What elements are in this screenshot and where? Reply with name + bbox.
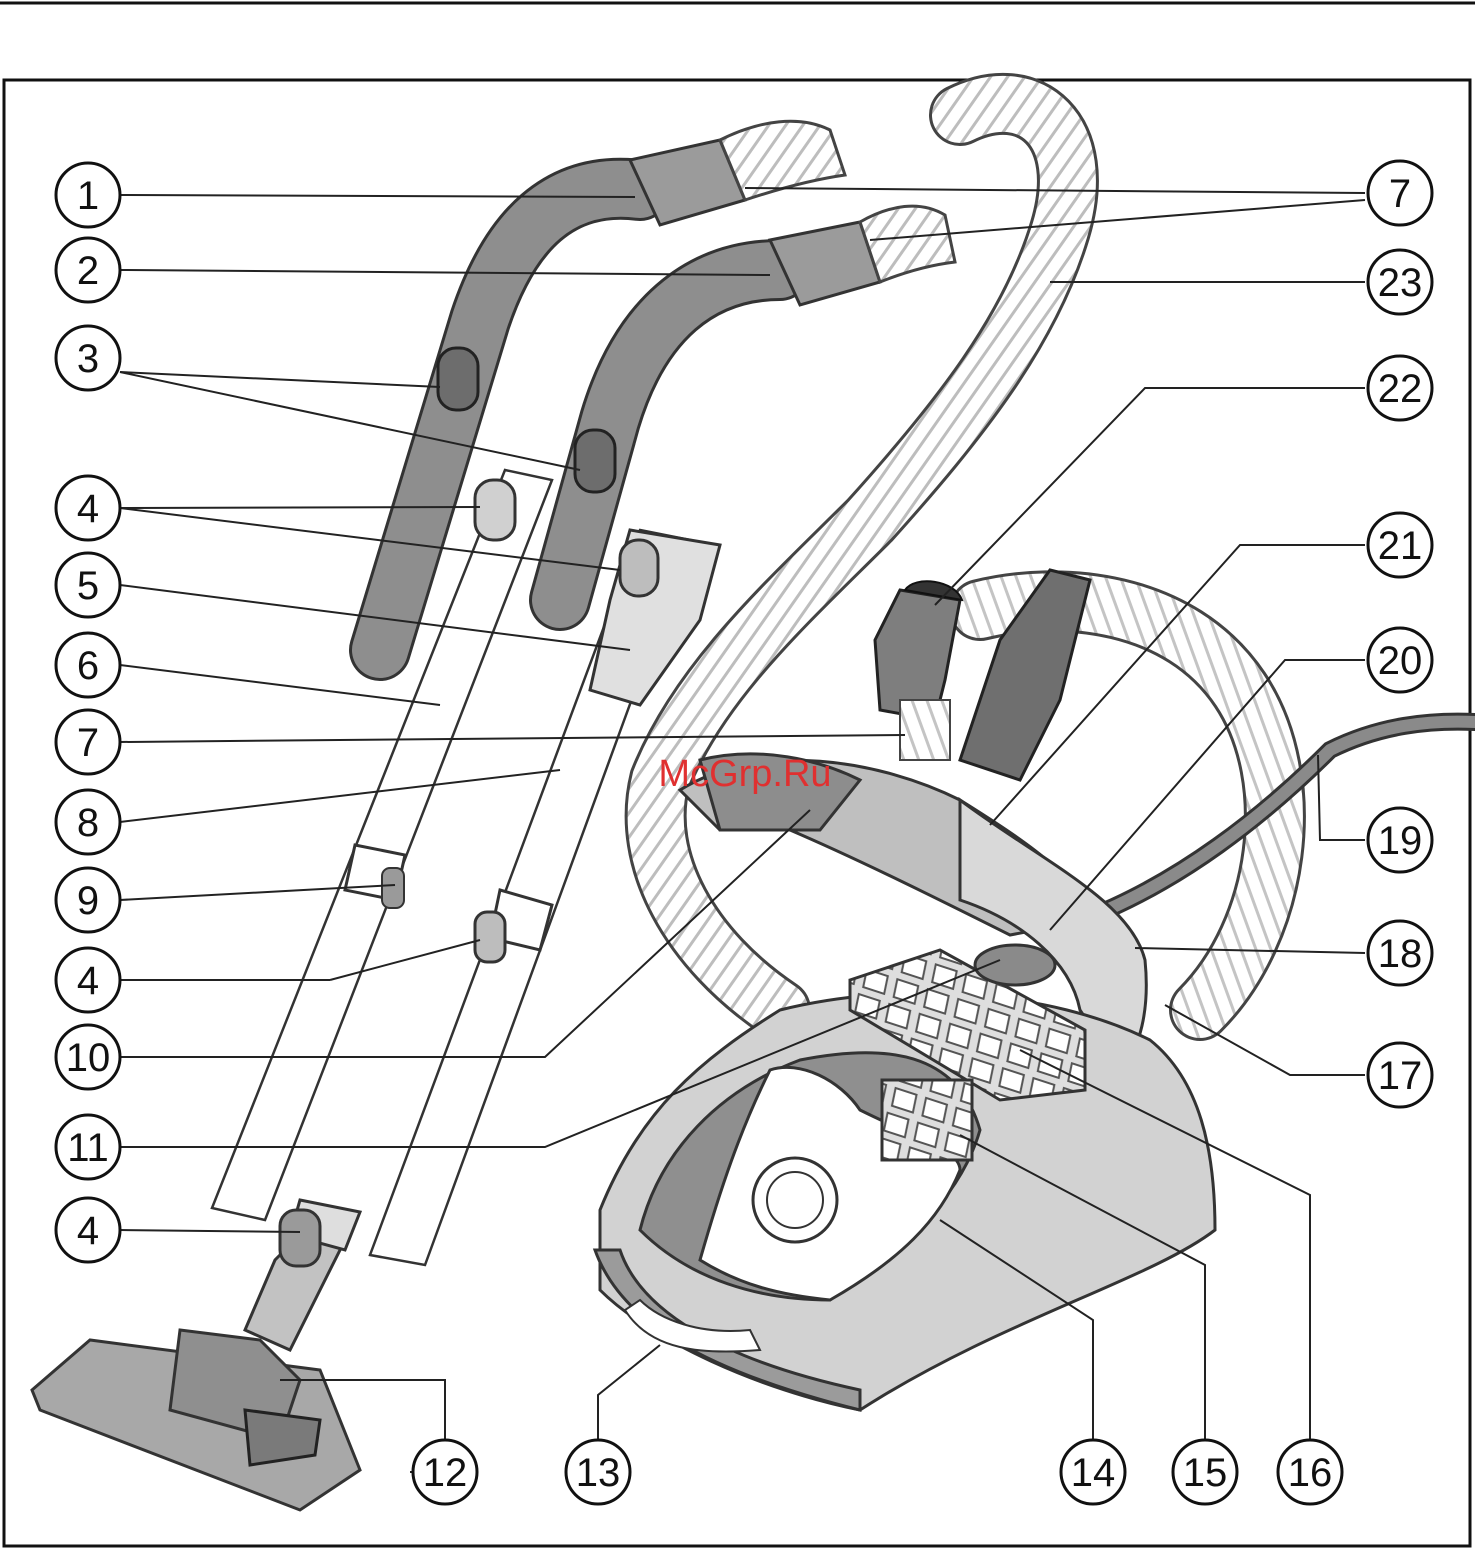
svg-text:6: 6 <box>77 644 99 688</box>
svg-text:4: 4 <box>77 959 99 1003</box>
callout-18: 18 <box>1368 921 1432 985</box>
callout-14: 14 <box>1061 1440 1125 1504</box>
svg-text:22: 22 <box>1378 367 1423 411</box>
svg-text:12: 12 <box>423 1451 468 1495</box>
callout-21: 21 <box>1368 513 1432 577</box>
callout-19: 19 <box>1368 808 1432 872</box>
callout-13: 13 <box>566 1440 630 1504</box>
callout-15: 15 <box>1173 1440 1237 1504</box>
callout-6: 6 <box>56 633 120 697</box>
callout-20: 20 <box>1368 628 1432 692</box>
svg-text:19: 19 <box>1378 819 1423 863</box>
svg-text:15: 15 <box>1183 1451 1228 1495</box>
svg-text:7: 7 <box>77 721 99 765</box>
callout-12: 12 <box>413 1440 477 1504</box>
svg-text:2: 2 <box>77 249 99 293</box>
callout-2: 2 <box>56 238 120 302</box>
svg-text:20: 20 <box>1378 639 1423 683</box>
svg-text:18: 18 <box>1378 932 1423 976</box>
svg-text:17: 17 <box>1378 1054 1423 1098</box>
svg-text:4: 4 <box>77 487 99 531</box>
svg-text:21: 21 <box>1378 524 1423 568</box>
callout-23: 23 <box>1368 250 1432 314</box>
svg-text:16: 16 <box>1288 1451 1333 1495</box>
callout-3: 3 <box>56 326 120 390</box>
motor-filter <box>882 1080 972 1160</box>
callout-4-top: 4 <box>56 476 120 540</box>
svg-text:5: 5 <box>77 564 99 608</box>
svg-text:8: 8 <box>77 801 99 845</box>
callout-1: 1 <box>56 163 120 227</box>
callout-7-right: 7 <box>1368 161 1432 225</box>
svg-text:3: 3 <box>77 337 99 381</box>
svg-text:13: 13 <box>576 1451 621 1495</box>
callout-16: 16 <box>1278 1440 1342 1504</box>
callout-8: 8 <box>56 790 120 854</box>
svg-text:10: 10 <box>66 1036 111 1080</box>
watermark: McGrp.Ru <box>658 753 831 795</box>
callout-9: 9 <box>56 868 120 932</box>
svg-text:11: 11 <box>67 1126 109 1170</box>
callout-5: 5 <box>56 553 120 617</box>
callout-22: 22 <box>1368 356 1432 420</box>
svg-text:1: 1 <box>77 174 99 218</box>
callout-4-middle: 4 <box>56 948 120 1012</box>
callout-17: 17 <box>1368 1043 1432 1107</box>
callout-10: 10 <box>56 1025 120 1089</box>
svg-text:14: 14 <box>1071 1451 1116 1495</box>
svg-text:4: 4 <box>77 1209 99 1253</box>
callout-11: 11 <box>56 1115 120 1179</box>
svg-text:9: 9 <box>77 879 99 923</box>
callout-7-left: 7 <box>56 710 120 774</box>
svg-text:23: 23 <box>1378 261 1423 305</box>
callout-4-bottom: 4 <box>56 1198 120 1262</box>
svg-text:7: 7 <box>1389 172 1411 216</box>
